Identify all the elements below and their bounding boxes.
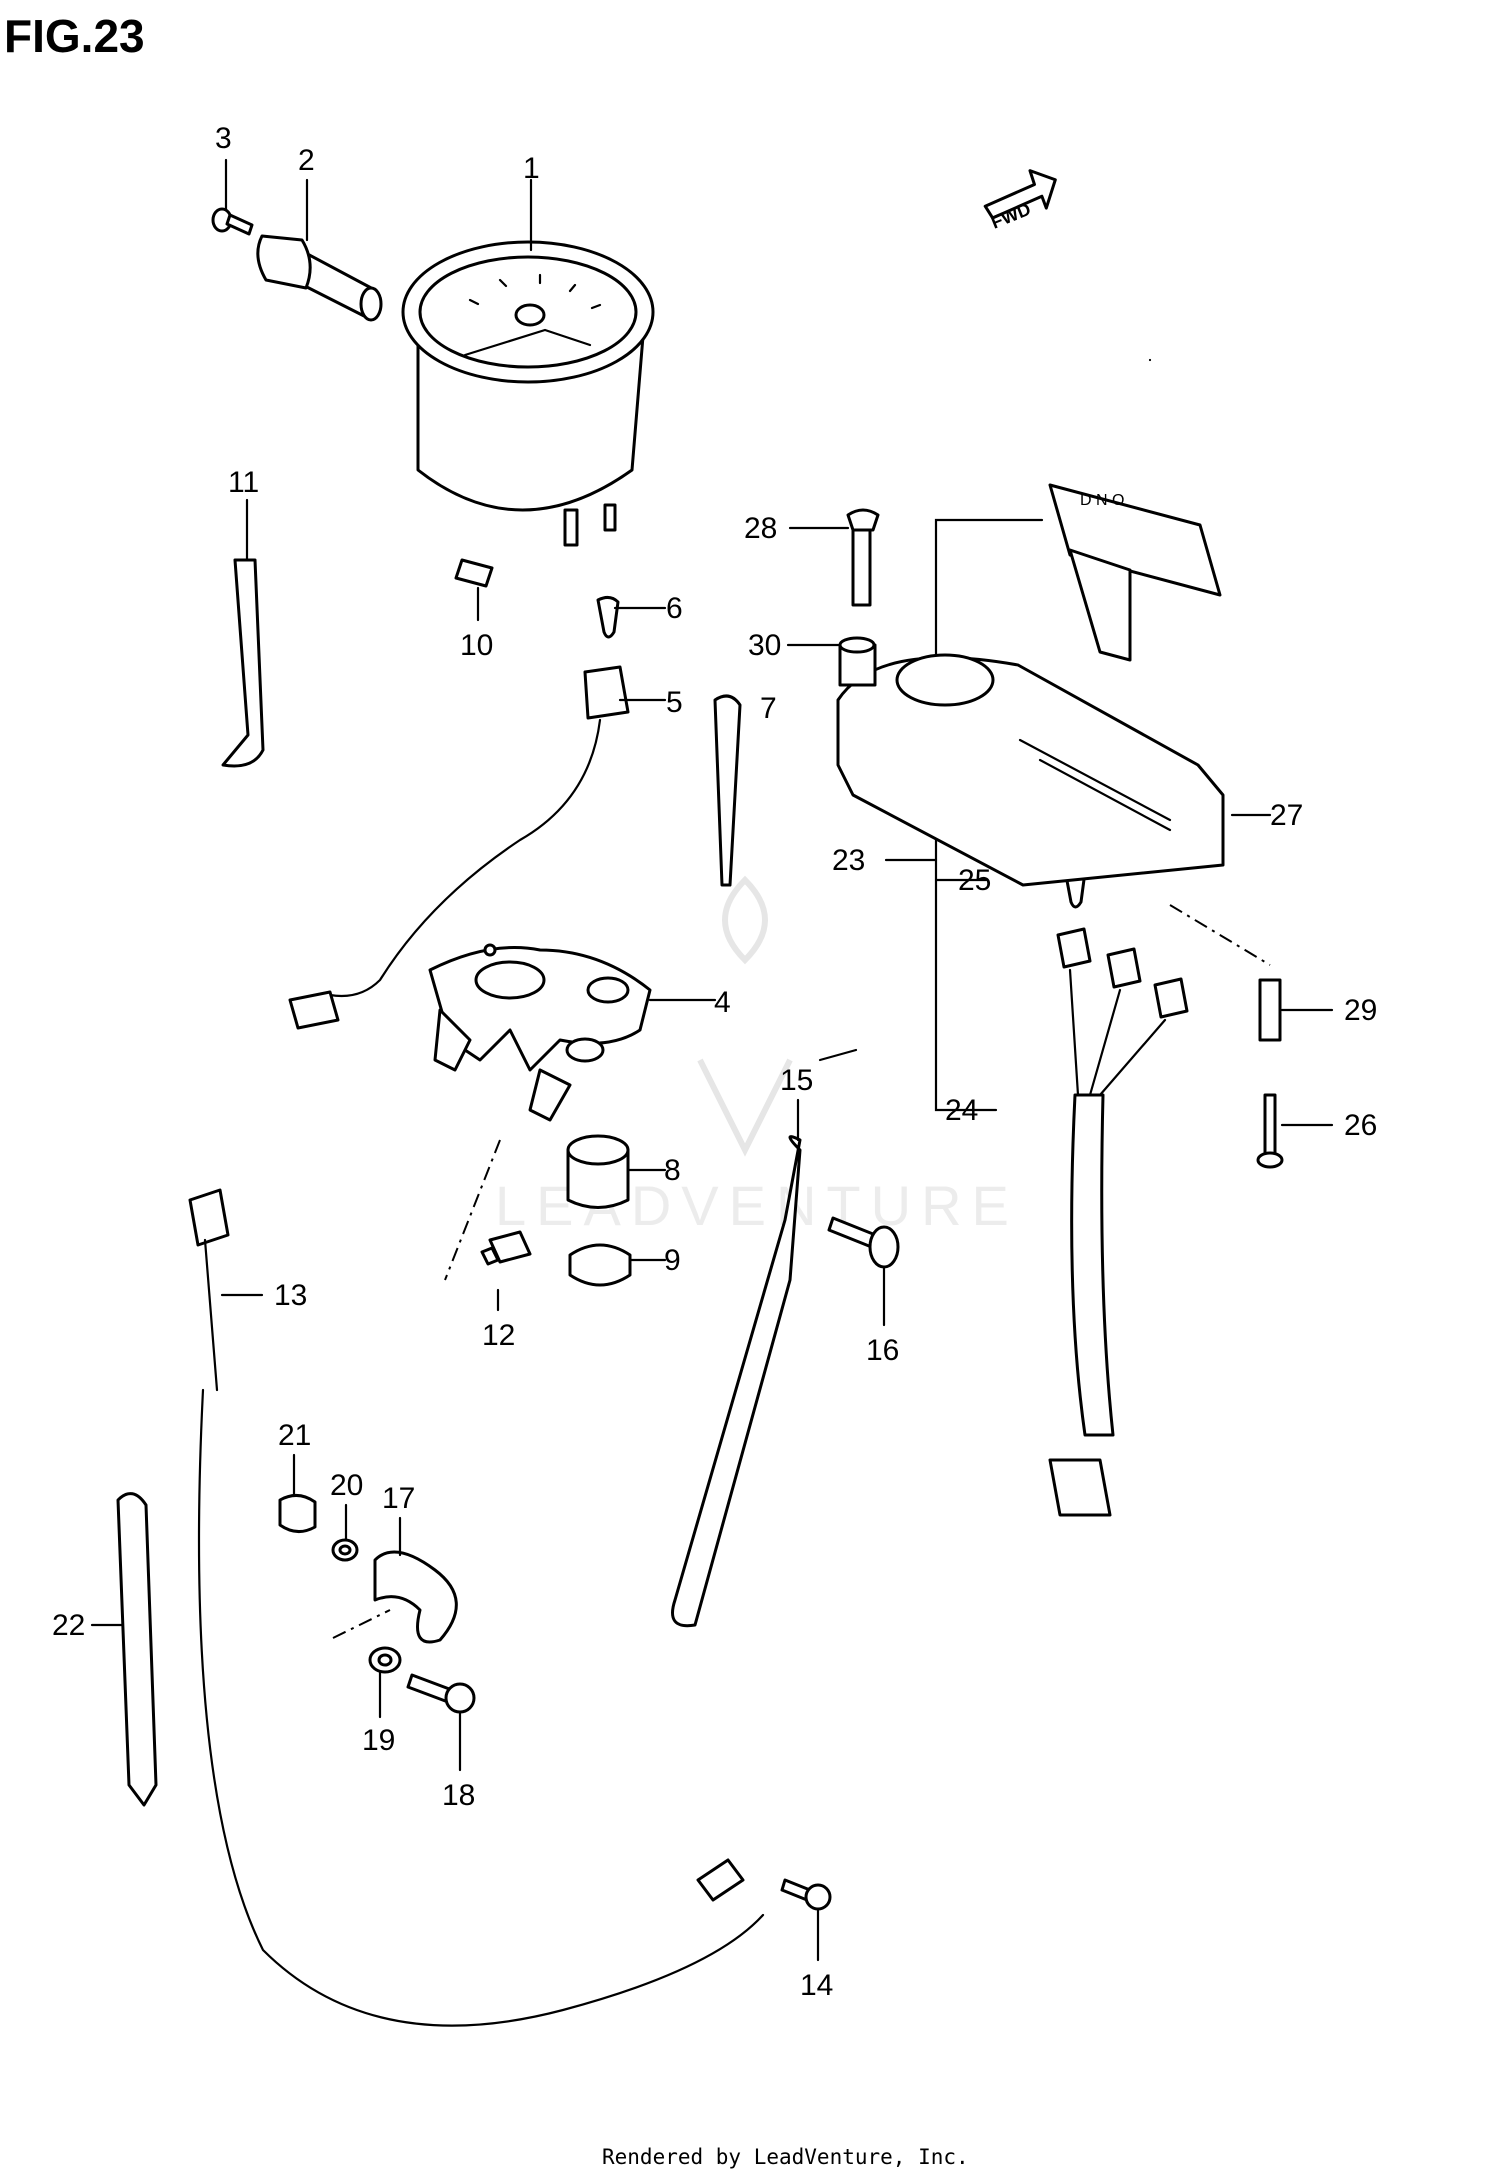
- cable-tie-22: [116, 1492, 158, 1807]
- spacer-30: [838, 636, 877, 687]
- wire-harness-24: [1048, 927, 1189, 1517]
- gauge-bracket: [428, 943, 652, 1122]
- hook-strap-15: [671, 1135, 802, 1628]
- screw-18: [406, 1673, 476, 1714]
- reset-knob: [256, 234, 383, 322]
- callout-18: 18: [442, 1779, 475, 1812]
- callout-15: 15: [780, 1064, 813, 1097]
- cable-tie-7: [713, 694, 742, 887]
- callout-30: 30: [748, 629, 781, 662]
- speedometer-cable: [188, 1188, 765, 2027]
- figure-title: FIG.23: [4, 10, 145, 62]
- spacer-29: [1258, 978, 1282, 1042]
- callout-4: 4: [714, 986, 731, 1019]
- callout-6: 6: [666, 592, 683, 625]
- svg-text:D N O: D N O: [1080, 492, 1124, 509]
- callout-8: 8: [664, 1154, 681, 1187]
- grommet-8: [566, 1134, 630, 1209]
- callout-labels: 1 2 3 4 5 6 7 8 9 10 11 12 13 14 15 16 1…: [52, 122, 1377, 2002]
- callout-26: 26: [1344, 1109, 1377, 1142]
- callout-7: 7: [760, 692, 777, 725]
- nut-21: [278, 1494, 317, 1533]
- screw-28: [846, 508, 880, 607]
- callout-11: 11: [228, 466, 259, 499]
- callout-29: 29: [1344, 994, 1377, 1027]
- bulb-socket-harness: [288, 665, 630, 1030]
- callout-2: 2: [298, 144, 315, 177]
- callout-21: 21: [278, 1419, 311, 1452]
- clip-10: [454, 558, 494, 588]
- bolt-16: [827, 1216, 900, 1269]
- footer-credit: Rendered by LeadVenture, Inc.: [602, 2145, 969, 2169]
- callout-1: 1: [523, 152, 540, 185]
- indicator-lens: D N O: [1048, 483, 1222, 662]
- callout-14: 14: [800, 1969, 833, 2002]
- callout-23: 23: [832, 844, 865, 877]
- callout-9: 9: [664, 1244, 681, 1277]
- callout-12: 12: [482, 1319, 515, 1352]
- screw-3: [211, 207, 254, 236]
- washer-19: [368, 1646, 402, 1674]
- speedometer-gauge: [401, 240, 655, 547]
- callout-19: 19: [362, 1724, 395, 1757]
- bulb-6: [596, 595, 620, 639]
- callout-20: 20: [330, 1469, 363, 1502]
- bolt-12: [480, 1230, 532, 1266]
- indicator-housing-27: [836, 653, 1225, 887]
- callout-27: 27: [1270, 799, 1303, 832]
- screw-14: [780, 1878, 832, 1911]
- callout-17: 17: [382, 1482, 415, 1515]
- callout-10: 10: [460, 629, 493, 662]
- washer-20: [331, 1538, 359, 1562]
- strap-11: [221, 558, 265, 768]
- callout-3: 3: [215, 122, 232, 155]
- clamp-17: [373, 1550, 458, 1644]
- callout-13: 13: [274, 1279, 307, 1312]
- callout-25: 25: [958, 864, 991, 897]
- callout-24: 24: [945, 1094, 978, 1127]
- callout-22: 22: [52, 1609, 85, 1642]
- nut-9: [568, 1243, 632, 1287]
- callout-16: 16: [866, 1334, 899, 1367]
- screw-26: [1256, 1093, 1284, 1169]
- callout-28: 28: [744, 512, 777, 545]
- callout-leaders: [90, 158, 1334, 1962]
- callout-5: 5: [666, 686, 683, 719]
- fwd-arrow-icon: FWD: [983, 169, 1057, 233]
